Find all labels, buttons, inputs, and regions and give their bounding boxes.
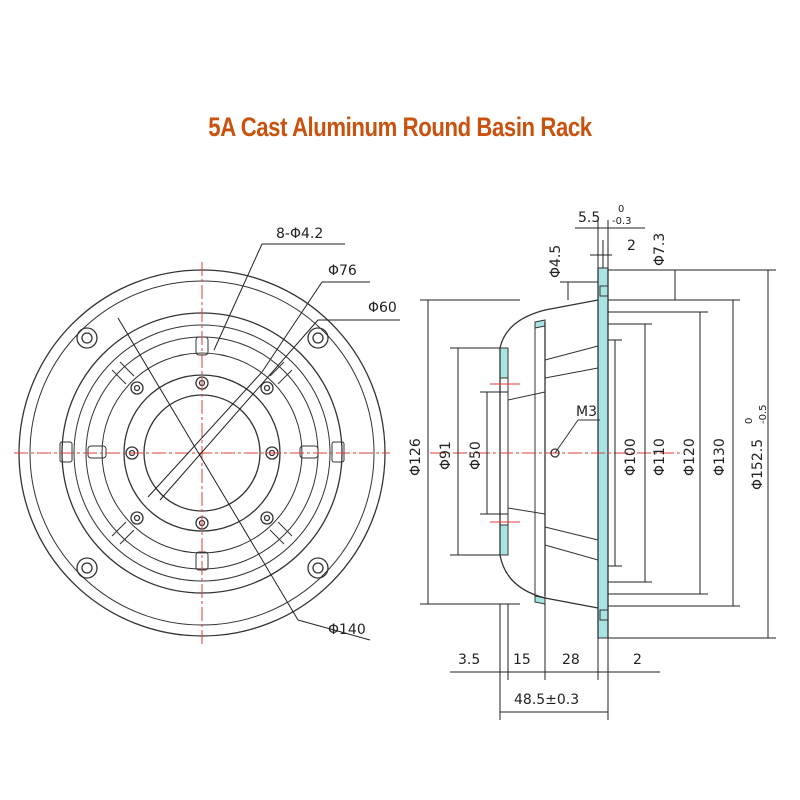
label-top-tol-lower: -0.3 [612, 216, 632, 227]
label-d1525-tol-upper: 0 [744, 418, 755, 424]
label-w2: 2 [633, 652, 642, 668]
side-view [420, 220, 776, 720]
vertical-dims [420, 269, 776, 639]
page-title: 5A Cast Aluminum Round Basin Rack [208, 112, 592, 142]
bottom-dims [450, 604, 660, 720]
label-flange: 2 [627, 238, 636, 254]
front-leaders [117, 243, 400, 641]
label-total: 48.5±0.3 [514, 692, 579, 708]
label-d91: Φ91 [438, 441, 454, 470]
label-d130: Φ130 [712, 438, 728, 476]
front-center-lines [14, 262, 390, 645]
label-d45: Φ4.5 [548, 245, 564, 278]
top-dims [560, 220, 682, 300]
top-curve [499, 299, 599, 349]
label-d76: Φ76 [328, 263, 357, 279]
m3-hole [550, 448, 560, 458]
label-d73: Φ7.3 [652, 233, 668, 266]
label-top-width: 5.5 [578, 210, 600, 226]
front-view [14, 243, 400, 645]
label-m3: M3 [576, 404, 597, 420]
label-d110: Φ110 [652, 438, 668, 476]
mounting-bosses [76, 327, 329, 579]
label-w15: 15 [513, 652, 531, 668]
label-w35: 3.5 [458, 652, 480, 668]
label-d140: Φ140 [328, 622, 366, 638]
label-d126: Φ126 [408, 438, 424, 476]
label-top-tol-upper: 0 [618, 204, 624, 215]
label-d1525-tol-lower: -0.5 [758, 404, 769, 424]
label-d120: Φ120 [682, 438, 698, 476]
bottom-curve [499, 554, 599, 609]
ring-slots [59, 336, 345, 571]
label-d100: Φ100 [623, 438, 639, 476]
label-d1525: Φ152.5 [750, 439, 766, 490]
label-d50: Φ50 [468, 441, 484, 470]
label-w28: 28 [562, 652, 580, 668]
label-holes: 8-Φ4.2 [276, 226, 323, 242]
label-d60: Φ60 [368, 300, 397, 316]
